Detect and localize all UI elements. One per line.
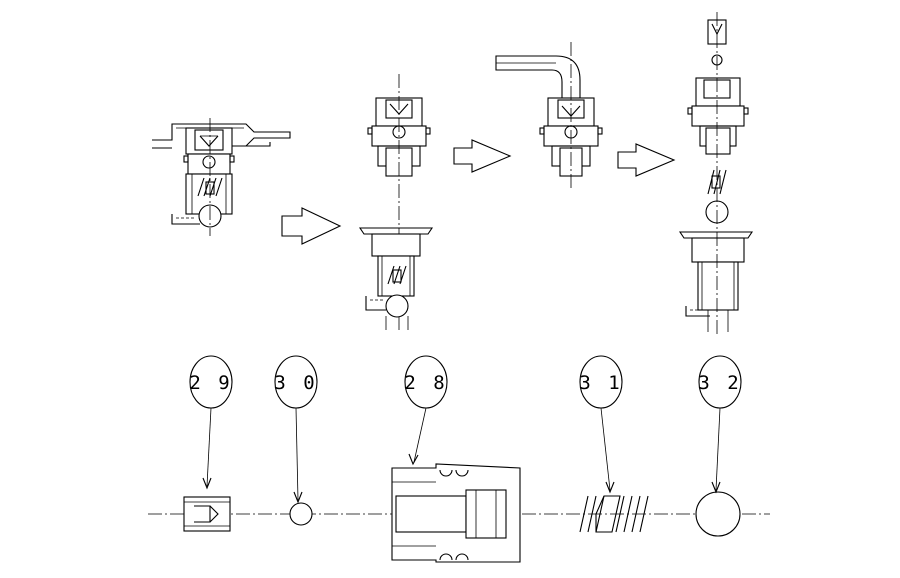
callout-29-label: 2 9 [189,372,232,394]
part-28-body [391,463,521,563]
part-31-spring [579,495,649,533]
callout-32-label: 3 2 [698,372,741,394]
callout-28-label: 2 8 [404,372,447,394]
stage-4-exploded-view [678,12,754,334]
callout-31-label: 3 1 [579,372,622,394]
sequence-arrow-3 [617,143,676,177]
sequence-arrow-2 [453,139,512,173]
callout-29: 2 9 [189,355,233,490]
callout-30: 3 0 [274,355,318,504]
callout-31: 3 1 [579,355,623,494]
stage-2-removed-cartridge [358,74,434,330]
callout-32: 3 2 [698,355,742,494]
callout-28: 2 8 [404,355,448,466]
stage-1-installed-assembly [152,118,291,236]
sequence-arrow-1 [281,207,342,245]
callout-30-label: 3 0 [274,372,317,394]
part-32-ball [695,491,741,537]
stage-3-extraction-tool [495,42,603,190]
part-30-ball [289,502,313,526]
part-29-plug [183,496,231,532]
